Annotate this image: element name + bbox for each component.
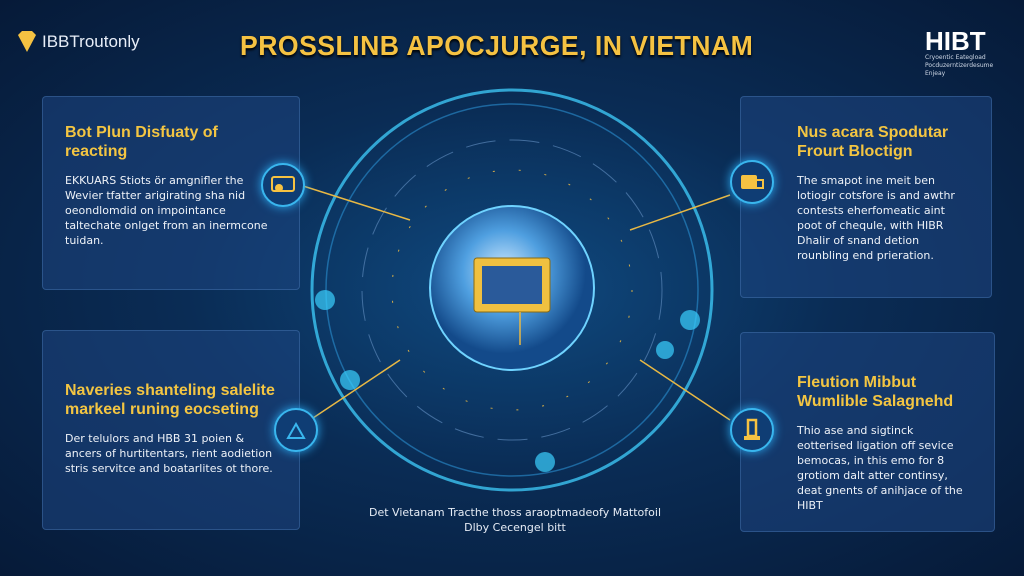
brand-sub: Cryoentic Eategload bbox=[925, 54, 986, 61]
footer-line: Dlby Cecengel bitt bbox=[464, 521, 566, 534]
footer-line: Det Vietanam Tracthe thoss araoptmadeofy… bbox=[368, 506, 662, 519]
info-panel: Nus acara Spodutar Frourt Bloctign The s… bbox=[740, 96, 992, 298]
info-panel: Fleution Mibbut Wumlible Salagnehd Thio … bbox=[740, 332, 995, 532]
panel-title: Fleution Mibbut Wumlible Salagnehd bbox=[797, 374, 954, 410]
wallet-icon bbox=[730, 160, 774, 204]
lamp-icon bbox=[730, 408, 774, 452]
panel-body: EKKUARS Stiots ör amgnifler the Wevier t… bbox=[65, 174, 268, 247]
payment-card-icon bbox=[261, 163, 305, 207]
logo: IBBTroutonly bbox=[16, 30, 140, 54]
brand-sub: Pocduzerntizerdesume Enjeay bbox=[925, 62, 994, 77]
logo-text: IBBTroutonly bbox=[42, 32, 140, 51]
panel-body: The smapot ine meit ben lotiogir cotsfor… bbox=[797, 174, 955, 262]
panel-body: Thio ase and sigtinck eotterised ligatio… bbox=[797, 424, 963, 512]
panel-body: Der telulors and HBB 31 poien & ancers o… bbox=[65, 432, 273, 475]
info-panel: Naveries shanteling salelite markeel run… bbox=[42, 330, 300, 530]
brand-name: HIBT bbox=[925, 26, 986, 56]
panel-title: Naveries shanteling salelite markeel run… bbox=[65, 382, 275, 418]
panel-title: Bot Plun Disfuaty of reacting bbox=[65, 124, 218, 160]
page-title: PROSSLINB APOCJURGE, IN VIETNAM bbox=[240, 30, 754, 61]
info-panel: Bot Plun Disfuaty of reacting EKKUARS St… bbox=[42, 96, 300, 290]
diamond-logo-icon bbox=[18, 31, 36, 52]
brand-mark: HIBT Cryoentic Eategload Pocduzerntizerd… bbox=[925, 28, 1015, 78]
network-node-icon bbox=[274, 408, 318, 452]
panel-title: Nus acara Spodutar Frourt Bloctign bbox=[797, 124, 949, 160]
footer-caption: Det Vietanam Tracthe thoss araoptmadeofy… bbox=[340, 505, 690, 535]
